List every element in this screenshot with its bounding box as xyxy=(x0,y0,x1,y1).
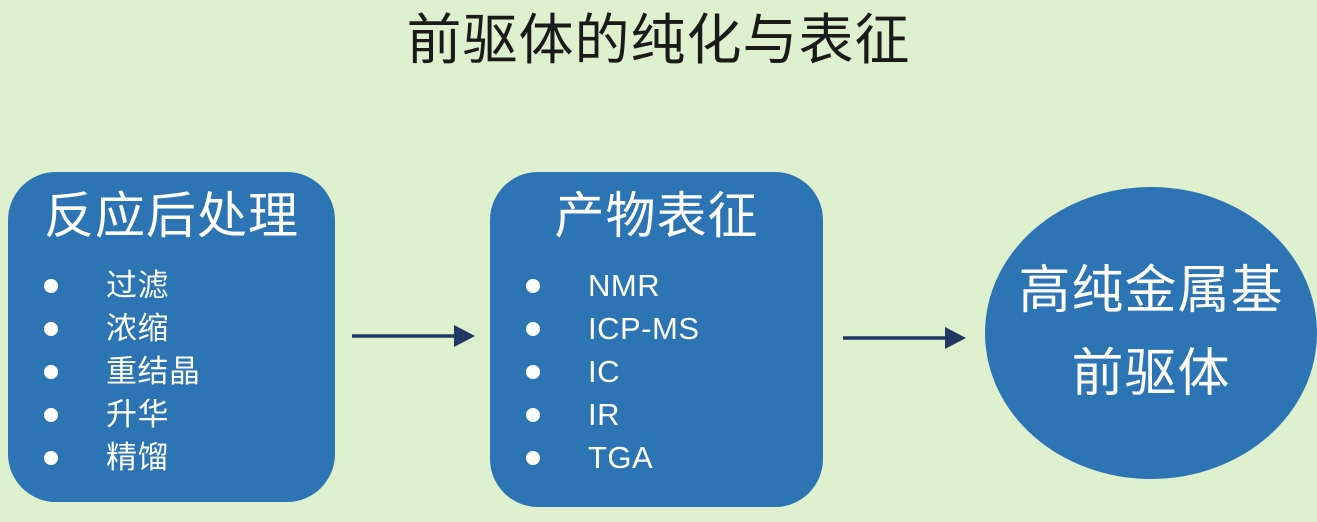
list-item-label: TGA xyxy=(588,440,654,475)
list-item-label: ICP-MS xyxy=(588,311,700,346)
post-treatment-heading: 反应后处理 xyxy=(44,188,299,244)
characterization-heading: 产物表征 xyxy=(554,188,759,244)
flow-arrow-1 xyxy=(351,323,476,349)
flow-arrow-2 xyxy=(842,325,967,351)
list-item: 重结晶 xyxy=(8,350,335,393)
list-item: IR xyxy=(490,393,823,436)
list-item-label: NMR xyxy=(588,268,661,303)
list-item: ICP-MS xyxy=(490,307,823,350)
list-item-label: 升华 xyxy=(106,397,169,432)
list-item-label: 重结晶 xyxy=(106,354,201,389)
list-item-label: 过滤 xyxy=(106,268,169,303)
result-label-line1: 高纯金属基 xyxy=(1018,261,1284,320)
list-item-label: 浓缩 xyxy=(106,311,169,346)
bullet-icon xyxy=(44,450,58,465)
list-item: 精馏 xyxy=(8,436,335,479)
bullet-icon xyxy=(44,407,58,422)
result-ellipse: 高纯金属基 前驱体 xyxy=(985,187,1317,479)
characterization-list: NMR ICP-MS IC IR TGA xyxy=(490,264,823,479)
list-item-label: IR xyxy=(588,397,620,432)
bullet-icon xyxy=(526,278,540,293)
page-title: 前驱体的纯化与表征 xyxy=(406,9,911,71)
list-item: IC xyxy=(490,350,823,393)
characterization-box: 产物表征 NMR ICP-MS IC IR TGA xyxy=(490,172,823,507)
bullet-icon xyxy=(44,321,58,336)
arrow-right-icon xyxy=(843,327,966,349)
bullet-icon xyxy=(526,407,540,422)
bullet-icon xyxy=(526,321,540,336)
bullet-icon xyxy=(526,450,540,465)
bullet-icon xyxy=(44,278,58,293)
list-item: 过滤 xyxy=(8,264,335,307)
list-item: 升华 xyxy=(8,393,335,436)
post-treatment-box: 反应后处理 过滤 浓缩 重结晶 升华 精馏 xyxy=(8,172,335,502)
bullet-icon xyxy=(44,364,58,379)
list-item-label: IC xyxy=(588,354,620,389)
bullet-icon xyxy=(526,364,540,379)
list-item: 浓缩 xyxy=(8,307,335,350)
arrow-right-icon xyxy=(352,325,475,347)
list-item-label: 精馏 xyxy=(106,440,169,475)
result-label-line2: 前驱体 xyxy=(1071,345,1231,403)
list-item: TGA xyxy=(490,436,823,479)
list-item: NMR xyxy=(490,264,823,307)
post-treatment-list: 过滤 浓缩 重结晶 升华 精馏 xyxy=(8,264,335,479)
